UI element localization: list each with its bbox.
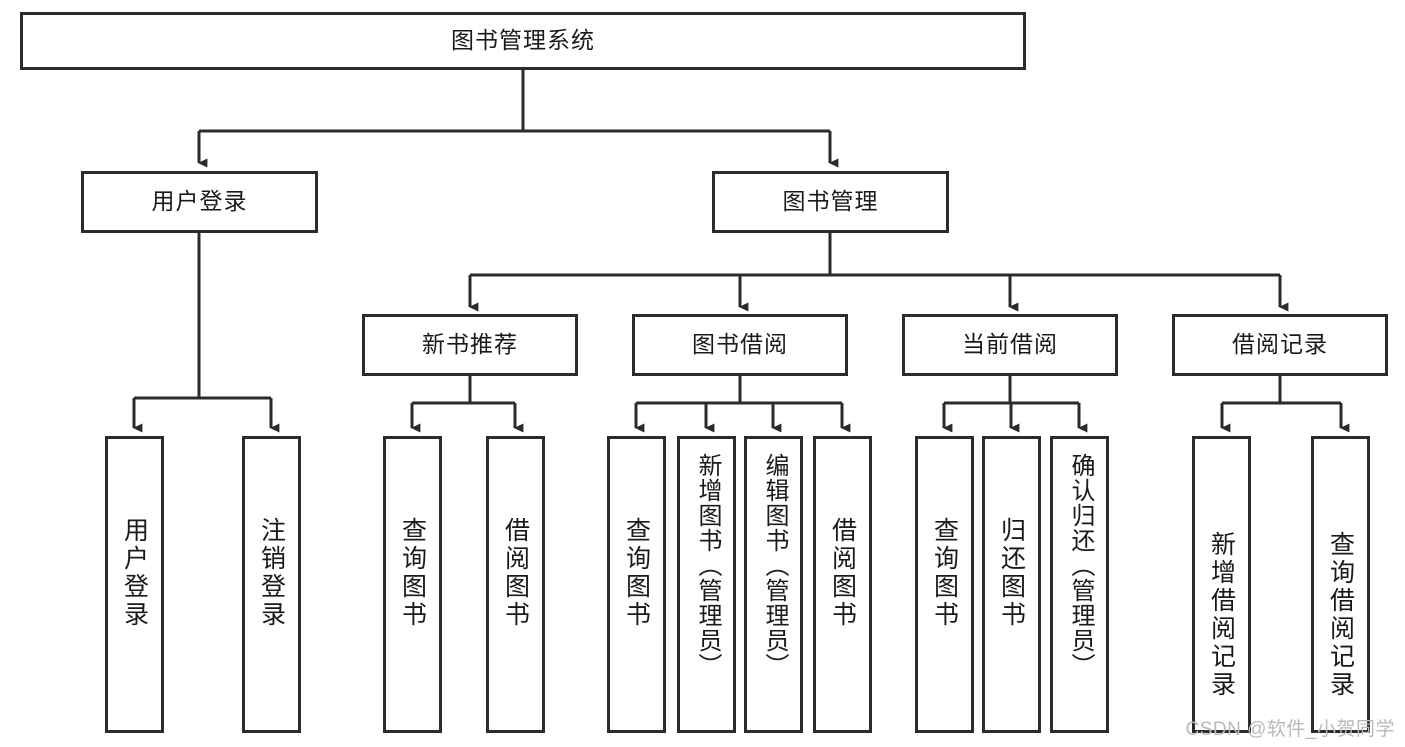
node-label: 新增图书（管理员） — [693, 453, 721, 678]
leaf-new-book-query-book[interactable]: 查询图书 — [383, 436, 442, 733]
node-label: 用户登录 — [120, 517, 149, 629]
leaf-book-borrow-query-book[interactable]: 查询图书 — [607, 436, 666, 733]
node-label: 图书借阅 — [692, 331, 788, 358]
node-label: 用户登录 — [151, 188, 248, 215]
node-label: 借阅记录 — [1232, 331, 1328, 358]
node-label: 编辑图书（管理员） — [760, 453, 788, 678]
node-new-book-recommend[interactable]: 新书推荐 — [362, 314, 578, 376]
node-label: 借阅图书 — [501, 517, 530, 629]
leaf-current-borrow-query-book[interactable]: 查询图书 — [915, 436, 974, 733]
node-label: 查询借阅记录 — [1326, 531, 1355, 699]
node-label: 注销登录 — [257, 517, 286, 629]
node-label: 归还图书 — [997, 517, 1026, 629]
node-borrow-record[interactable]: 借阅记录 — [1172, 314, 1388, 376]
node-label: 查询图书 — [622, 517, 651, 629]
node-label: 查询图书 — [930, 517, 959, 629]
node-label: 确认归还（管理员） — [1066, 453, 1094, 678]
leaf-book-borrow-add-book-admin[interactable]: 新增图书（管理员） — [677, 436, 736, 733]
leaf-current-borrow-return-book[interactable]: 归还图书 — [982, 436, 1041, 733]
leaf-book-borrow-edit-book-admin[interactable]: 编辑图书（管理员） — [744, 436, 803, 733]
node-label: 新书推荐 — [422, 331, 518, 358]
node-user-login[interactable]: 用户登录 — [81, 171, 318, 233]
node-label: 图书管理 — [782, 188, 879, 215]
node-label: 图书管理系统 — [451, 27, 595, 54]
node-root-library-management-system[interactable]: 图书管理系统 — [20, 12, 1026, 70]
leaf-borrow-record-add-record[interactable]: 新增借阅记录 — [1192, 436, 1251, 733]
leaf-book-borrow-borrow-book[interactable]: 借阅图书 — [813, 436, 872, 733]
node-current-borrow[interactable]: 当前借阅 — [902, 314, 1118, 376]
node-book-management[interactable]: 图书管理 — [712, 171, 949, 233]
leaf-user-login-login[interactable]: 用户登录 — [105, 436, 164, 733]
leaf-borrow-record-query-record[interactable]: 查询借阅记录 — [1311, 436, 1370, 733]
leaf-current-borrow-confirm-return-admin[interactable]: 确认归还（管理员） — [1050, 436, 1109, 733]
node-book-borrow[interactable]: 图书借阅 — [632, 314, 848, 376]
node-label: 当前借阅 — [962, 331, 1058, 358]
node-label: 借阅图书 — [828, 517, 857, 629]
leaf-new-book-borrow-book[interactable]: 借阅图书 — [486, 436, 545, 733]
watermark-text: CSDN @软件_小贺同学 — [1185, 719, 1395, 740]
leaf-user-login-logout[interactable]: 注销登录 — [242, 436, 301, 733]
node-label: 查询图书 — [398, 517, 427, 629]
node-label: 新增借阅记录 — [1207, 531, 1236, 699]
